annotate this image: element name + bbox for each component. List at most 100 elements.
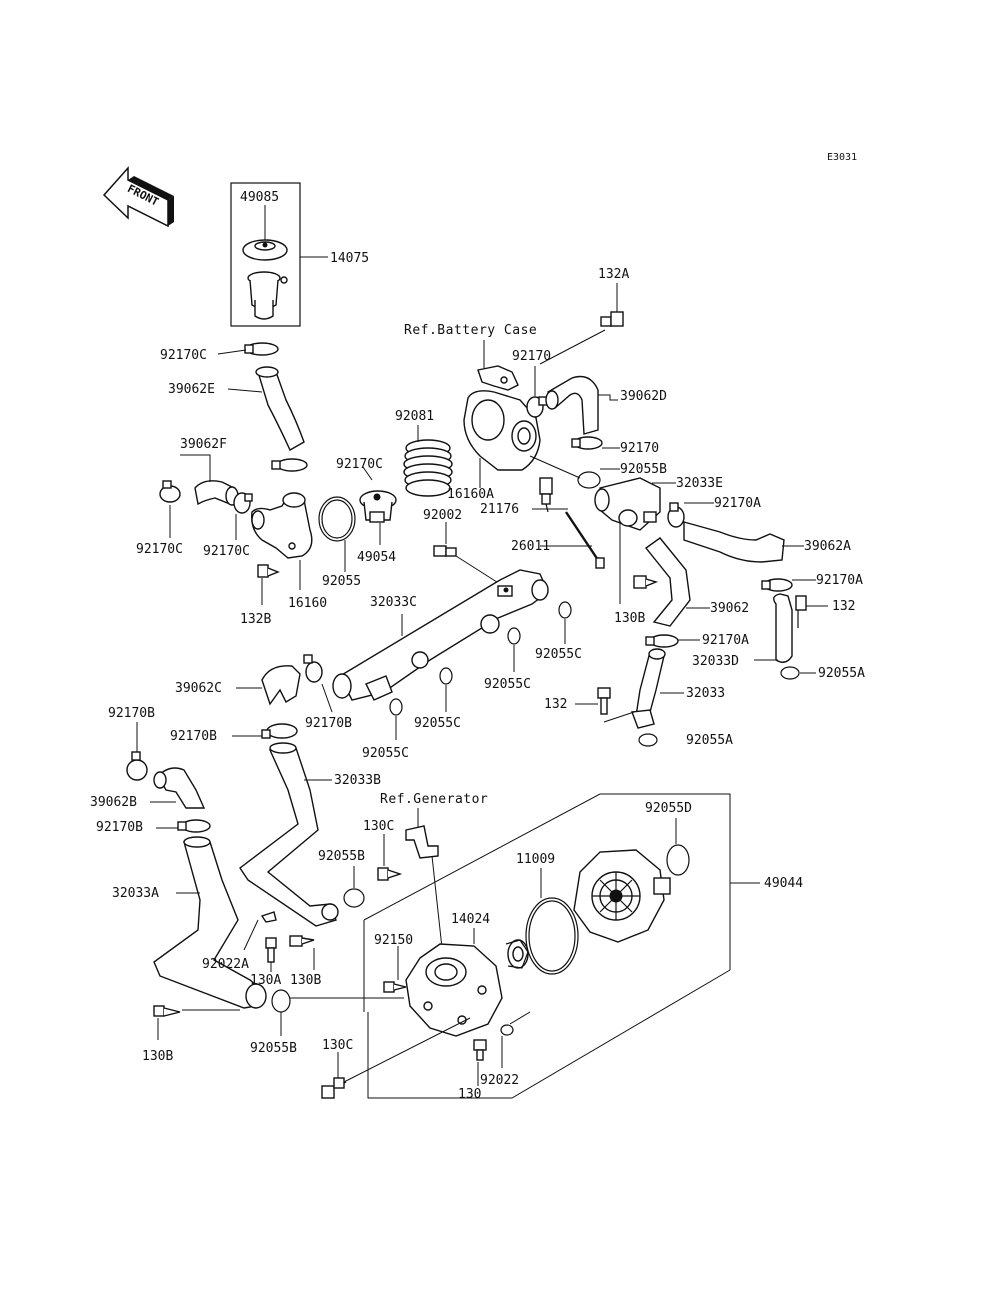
hose-clamp-92170C-housing — [233, 492, 253, 514]
hose-39062 — [644, 537, 691, 627]
label-49044: 49044 — [764, 876, 803, 891]
bolt-132-lower — [597, 687, 611, 715]
bolt-130B-left — [153, 1005, 181, 1017]
label-92055B-a: 92055B — [620, 462, 667, 477]
label-92170-b: 92170 — [620, 441, 659, 456]
ref-battery-case: Ref.Battery Case — [404, 323, 537, 338]
label-130A: 130A — [250, 973, 281, 988]
label-39062A: 39062A — [804, 539, 851, 554]
hose-clamp-92170B-left — [126, 751, 148, 781]
label-92055B-c: 92055B — [250, 1041, 297, 1056]
label-14024: 14024 — [451, 912, 490, 927]
lead-26011 — [565, 511, 605, 569]
water-pipe-32033 — [635, 651, 665, 717]
front-arrow-icon: FRONT — [102, 166, 174, 228]
bolt-132B — [257, 564, 280, 578]
label-21176: 21176 — [480, 502, 519, 517]
o-ring-92055A-right — [780, 666, 800, 680]
label-130C-b: 130C — [322, 1038, 353, 1053]
o-ring-92055B-top — [577, 471, 601, 489]
label-39062C: 39062C — [175, 681, 222, 696]
label-39062B: 39062B — [90, 795, 137, 810]
hose-clamp-92170A-lower — [645, 634, 679, 648]
label-39062E: 39062E — [168, 382, 215, 397]
label-32033C: 32033C — [370, 595, 417, 610]
hose-39062A — [683, 521, 785, 563]
label-92170A-b: 92170A — [816, 573, 863, 588]
hose-clamp-92170A-right — [761, 578, 793, 592]
label-92055C-a: 92055C — [535, 647, 582, 662]
label-132B: 132B — [240, 612, 271, 627]
label-92055A-b: 92055A — [686, 733, 733, 748]
hose-clamp-92170B-mid — [261, 723, 298, 739]
label-92055C-d: 92055C — [362, 746, 409, 761]
o-ring-92055C-c — [439, 667, 453, 685]
bracket-generator — [405, 825, 439, 859]
label-92022A: 92022A — [202, 957, 249, 972]
bolt-130C-upper — [377, 867, 403, 881]
bolt-92002 — [433, 545, 457, 557]
label-32033D: 32033D — [692, 654, 739, 669]
label-92055C-b: 92055C — [484, 677, 531, 692]
label-92055C-c: 92055C — [414, 716, 461, 731]
hose-39062D — [547, 375, 599, 435]
label-14075: 14075 — [330, 251, 369, 266]
diagram-code: E3031 — [827, 152, 857, 163]
label-130B-a: 130B — [614, 611, 645, 626]
label-130C-a: 130C — [363, 819, 394, 834]
label-26011: 26011 — [511, 539, 550, 554]
ref-generator: Ref.Generator — [380, 792, 488, 807]
bolt-132A — [600, 311, 624, 327]
washer-92022A — [260, 911, 277, 923]
hose-39062B — [157, 767, 206, 809]
label-16160A: 16160A — [447, 487, 494, 502]
label-32033: 32033 — [686, 686, 725, 701]
label-92170B-b: 92170B — [170, 729, 217, 744]
label-130B-c: 130B — [142, 1049, 173, 1064]
o-ring-92055C-a — [558, 601, 572, 619]
bolt-130 — [473, 1039, 487, 1061]
label-130B-b: 130B — [290, 973, 321, 988]
thermostat-49054 — [359, 490, 397, 523]
label-16160: 16160 — [288, 596, 327, 611]
hose-clamp-92170B-lower — [177, 819, 211, 833]
thermostat-housing-16160 — [251, 492, 313, 559]
o-ring-92055 — [318, 496, 356, 542]
hose-39062C — [261, 665, 301, 706]
label-39062F: 39062F — [180, 437, 227, 452]
label-92022: 92022 — [480, 1073, 519, 1088]
mechanical-seal — [505, 939, 529, 969]
radiator-cap-group — [230, 182, 301, 327]
thermostat-cover-16160A — [463, 365, 541, 471]
label-132-b: 132 — [544, 697, 567, 712]
washer-92022 — [500, 1024, 514, 1036]
label-92055: 92055 — [322, 574, 361, 589]
water-pipe-32033C — [332, 569, 549, 701]
bolt-130B-top — [633, 575, 659, 589]
o-ring-92055B-left — [271, 989, 291, 1013]
joint-pipe-32033E — [594, 477, 661, 531]
label-92150: 92150 — [374, 933, 413, 948]
label-39062: 39062 — [710, 601, 749, 616]
bolt-130A — [265, 937, 277, 963]
o-ring-92055C-d — [389, 698, 403, 716]
label-92002: 92002 — [423, 508, 462, 523]
bolt-130B-mid — [289, 935, 315, 947]
o-ring-92055D — [666, 844, 690, 876]
label-92170A-c: 92170A — [702, 633, 749, 648]
hose-clamp-92170-bottom — [571, 436, 603, 450]
o-ring-92055A-lower — [638, 733, 658, 747]
label-32033B: 32033B — [334, 773, 381, 788]
label-92055A-a: 92055A — [818, 666, 865, 681]
water-pipe-32033D — [773, 593, 807, 663]
label-92055D: 92055D — [645, 801, 692, 816]
bolt-92150 — [383, 981, 407, 993]
label-32033A: 32033A — [112, 886, 159, 901]
label-92170C-b: 92170C — [136, 542, 183, 557]
bolt-130C-lower — [321, 1077, 347, 1099]
label-11009: 11009 — [516, 852, 555, 867]
spring-92081 — [403, 439, 453, 497]
o-ring-92055B-mid — [343, 888, 365, 908]
label-92055B-b: 92055B — [318, 849, 365, 864]
